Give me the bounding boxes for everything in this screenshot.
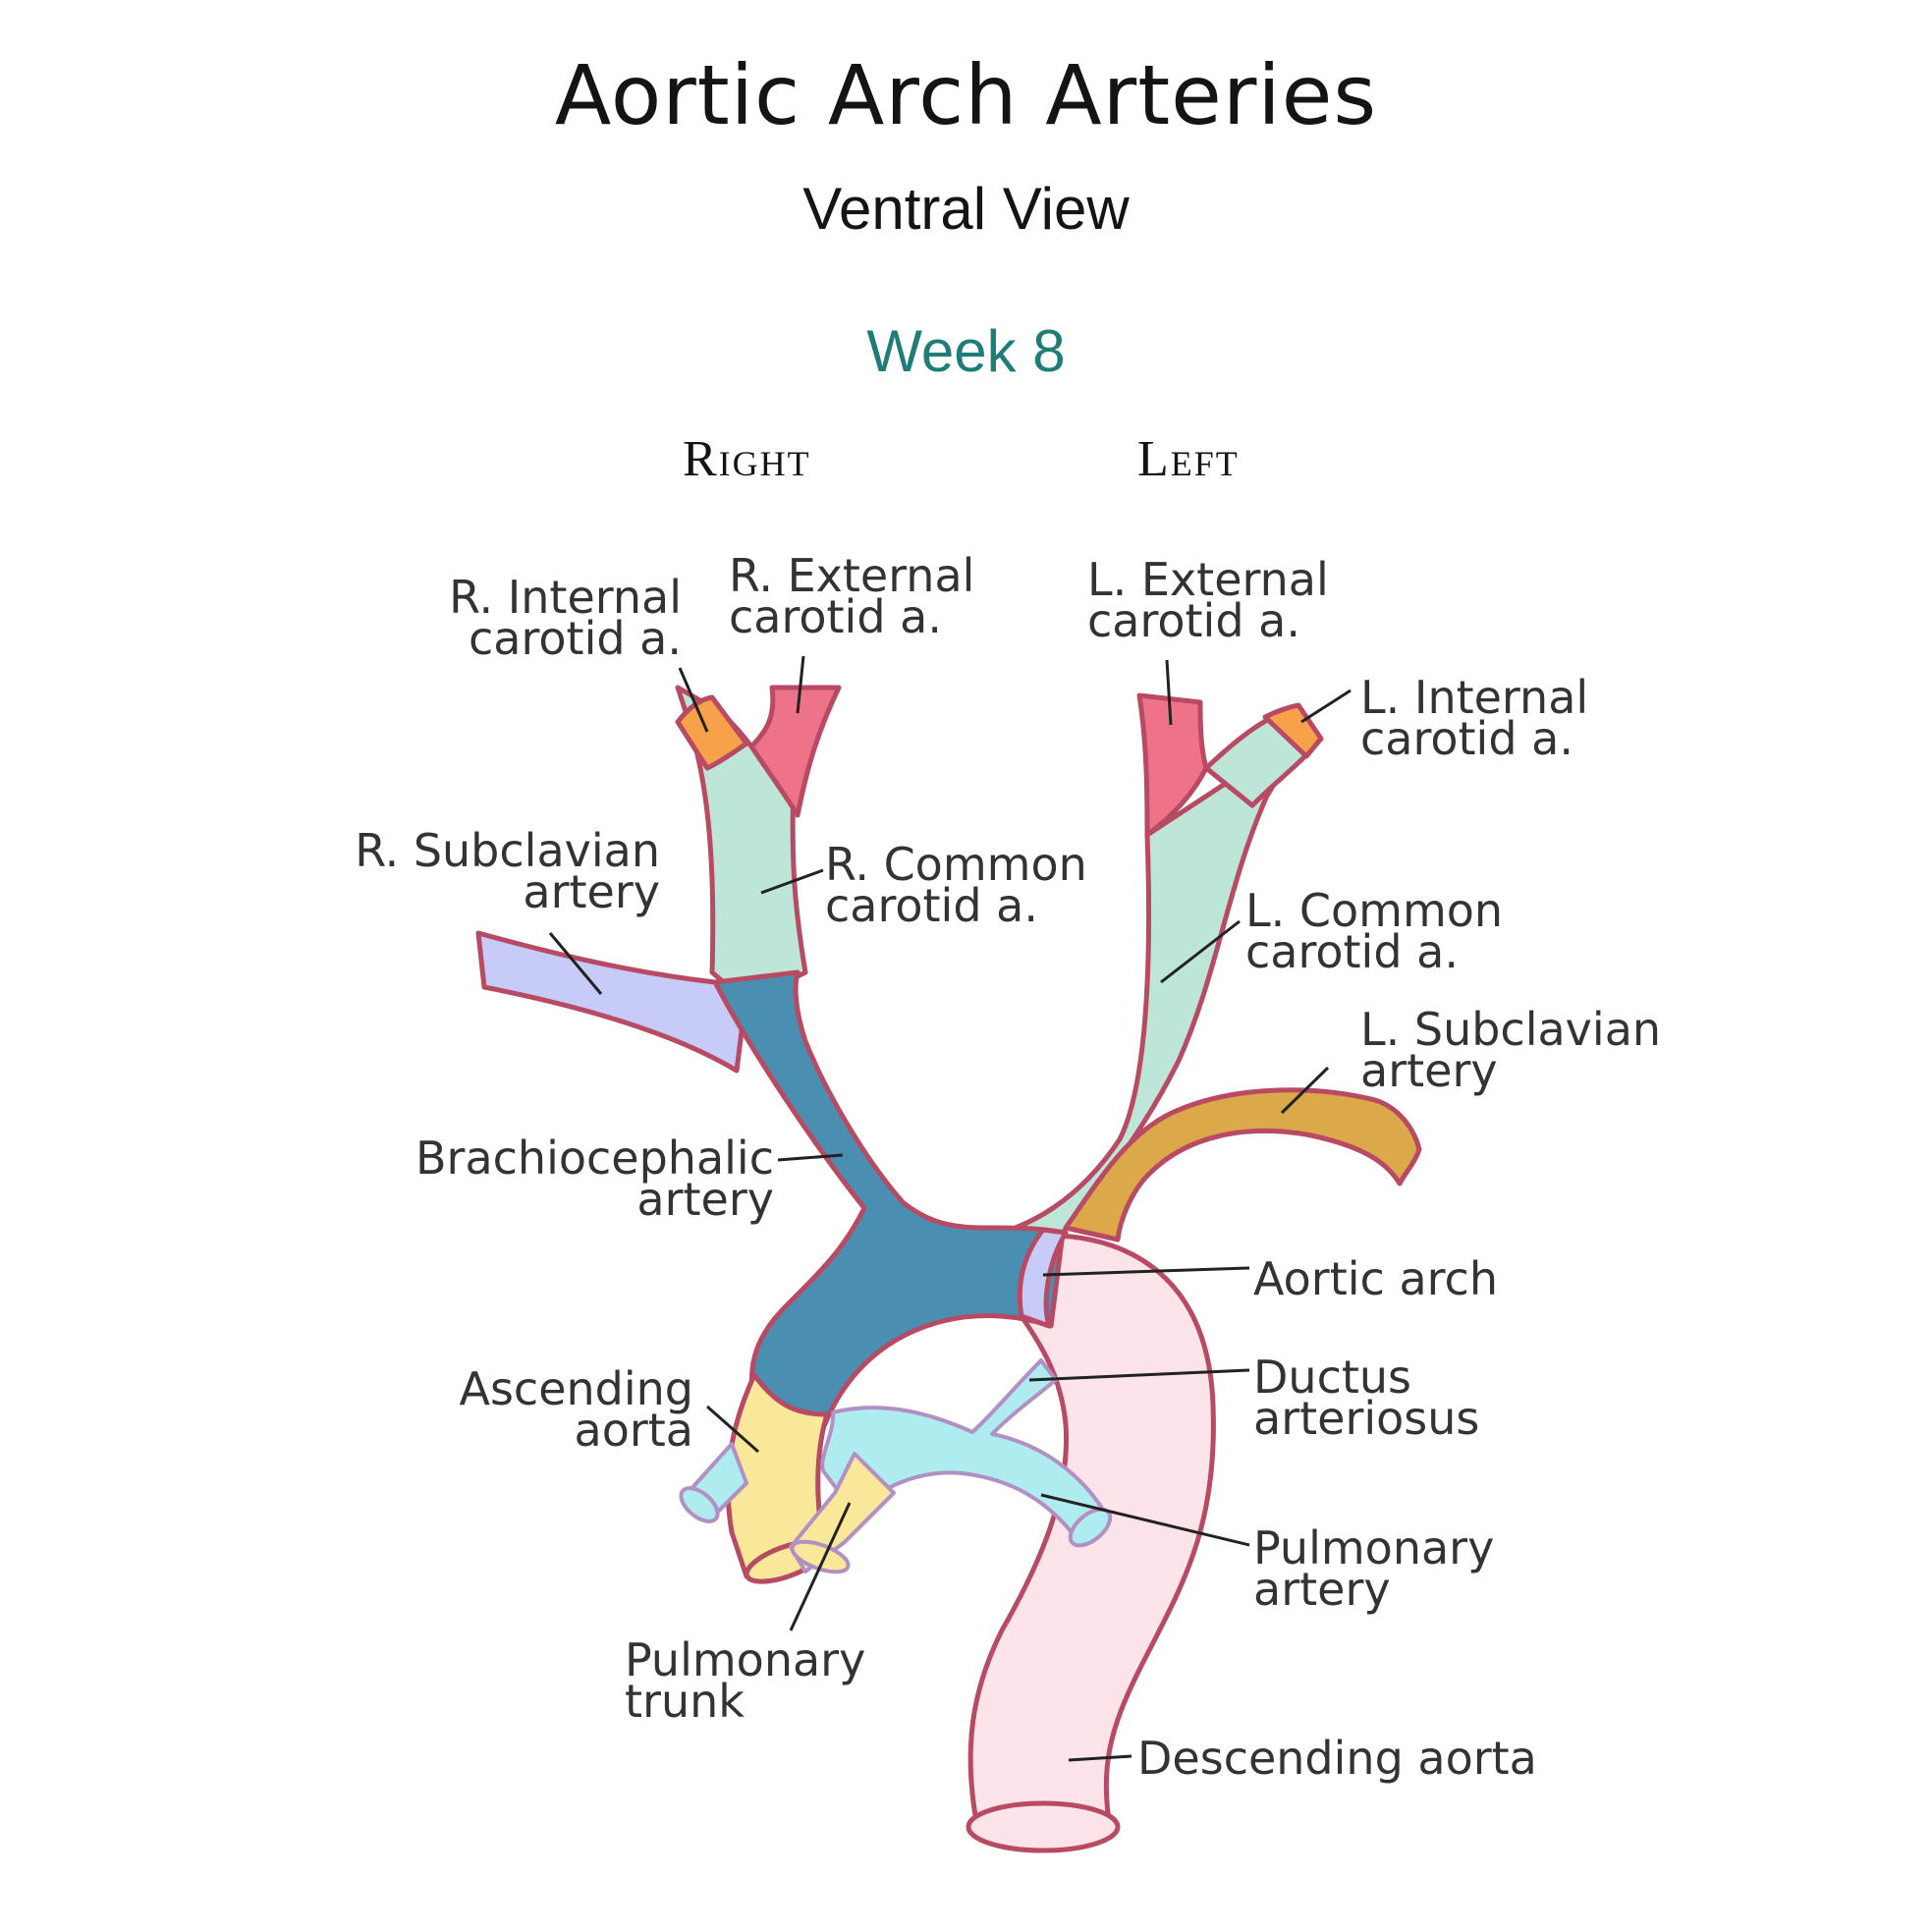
label-pulmonary-trunk-line: trunk bbox=[625, 1675, 745, 1728]
label-r-internal-carotid-line: carotid a. bbox=[469, 612, 682, 665]
label-pulmonary-artery-line: artery bbox=[1253, 1563, 1391, 1616]
page-title: Aortic Arch Arteries bbox=[554, 47, 1378, 143]
label-l-internal-carotid-line: carotid a. bbox=[1360, 712, 1573, 765]
label-ductus-line: Ductus bbox=[1253, 1351, 1411, 1404]
label-l-external-carotid-line: carotid a. bbox=[1087, 594, 1300, 647]
label-l-internal-carotid-line: L. Internal bbox=[1360, 671, 1588, 724]
label-descending-aorta-line: Descending aorta bbox=[1137, 1732, 1537, 1785]
right-pulmonary-opening bbox=[679, 1486, 720, 1523]
label-r-common-carotid-line: carotid a. bbox=[825, 879, 1038, 932]
brachiocephalic-trunk-vessel bbox=[712, 969, 1066, 1427]
page-subtitle: Ventral View bbox=[802, 176, 1130, 242]
label-ascending-aorta-line: Ascending bbox=[459, 1362, 693, 1415]
leader-l-internal-carotid bbox=[1300, 689, 1352, 724]
label-ductus-line: arteriosus bbox=[1253, 1392, 1479, 1445]
label-r-external-carotid-line: R. External bbox=[729, 549, 974, 602]
leader-descending-aorta bbox=[1068, 1754, 1132, 1762]
leader-pulmonary-artery bbox=[1040, 1493, 1250, 1547]
leader-r-common-carotid bbox=[760, 868, 824, 895]
stage-label: Week 8 bbox=[866, 318, 1066, 384]
label-r-subclavian-line: R. Subclavian bbox=[355, 824, 660, 877]
label-aortic-arch: Aortic arch bbox=[1253, 1252, 1498, 1305]
label-r-subclavian-line: artery bbox=[523, 865, 660, 918]
leader-l-external-carotid bbox=[1165, 659, 1173, 726]
leader-l-common-carotid bbox=[1160, 919, 1241, 984]
right-subclavian-vessel bbox=[475, 930, 749, 1074]
label-r-external-carotid-line: carotid a. bbox=[729, 590, 942, 643]
label-descending-aorta: Descending aorta bbox=[1137, 1732, 1537, 1785]
side-label-left: Left bbox=[1137, 431, 1240, 487]
leader-ductus bbox=[1028, 1368, 1250, 1382]
leader-r-internal-carotid bbox=[678, 667, 709, 733]
label-ascending-aorta-line: aorta bbox=[575, 1404, 693, 1457]
leader-ascending-aorta bbox=[706, 1405, 759, 1454]
label-l-subclavian-line: L. Subclavian bbox=[1360, 1003, 1661, 1056]
leader-r-subclavian bbox=[548, 932, 603, 995]
label-r-internal-carotid-line: R. Internal bbox=[449, 571, 682, 624]
label-aortic-arch-line: Aortic arch bbox=[1253, 1252, 1498, 1305]
side-label-right: Right bbox=[683, 431, 811, 487]
leader-pulmonary-trunk bbox=[789, 1502, 852, 1631]
label-pulmonary-trunk-line: Pulmonary bbox=[625, 1633, 865, 1686]
label-pulmonary-artery-line: Pulmonary bbox=[1253, 1521, 1494, 1574]
label-brachiocephalic-line: artery bbox=[636, 1173, 774, 1226]
pulmonary-trunk-opening bbox=[790, 1539, 851, 1574]
label-l-subclavian-line: artery bbox=[1360, 1044, 1498, 1097]
label-r-common-carotid-line: R. Common bbox=[825, 838, 1087, 891]
aortic-arch-segment bbox=[1017, 1227, 1069, 1329]
right-external-carotid-vessel bbox=[748, 685, 842, 818]
label-l-external-carotid-line: L. External bbox=[1087, 553, 1329, 606]
left-subclavian-vessel bbox=[1063, 1087, 1422, 1242]
label-l-common-carotid-line: carotid a. bbox=[1245, 925, 1459, 978]
label-l-common-carotid-line: L. Common bbox=[1245, 884, 1503, 937]
leader-brachiocephalic bbox=[777, 1153, 844, 1162]
leader-l-subclavian bbox=[1280, 1066, 1330, 1115]
leader-aortic-arch bbox=[1042, 1266, 1250, 1277]
left-external-carotid-vessel bbox=[1136, 692, 1209, 838]
descending-aorta-opening bbox=[966, 1800, 1121, 1853]
leader-r-external-carotid bbox=[796, 655, 805, 714]
label-brachiocephalic-line: Brachiocephalic bbox=[415, 1132, 774, 1185]
right-internal-carotid-cap bbox=[675, 694, 749, 771]
